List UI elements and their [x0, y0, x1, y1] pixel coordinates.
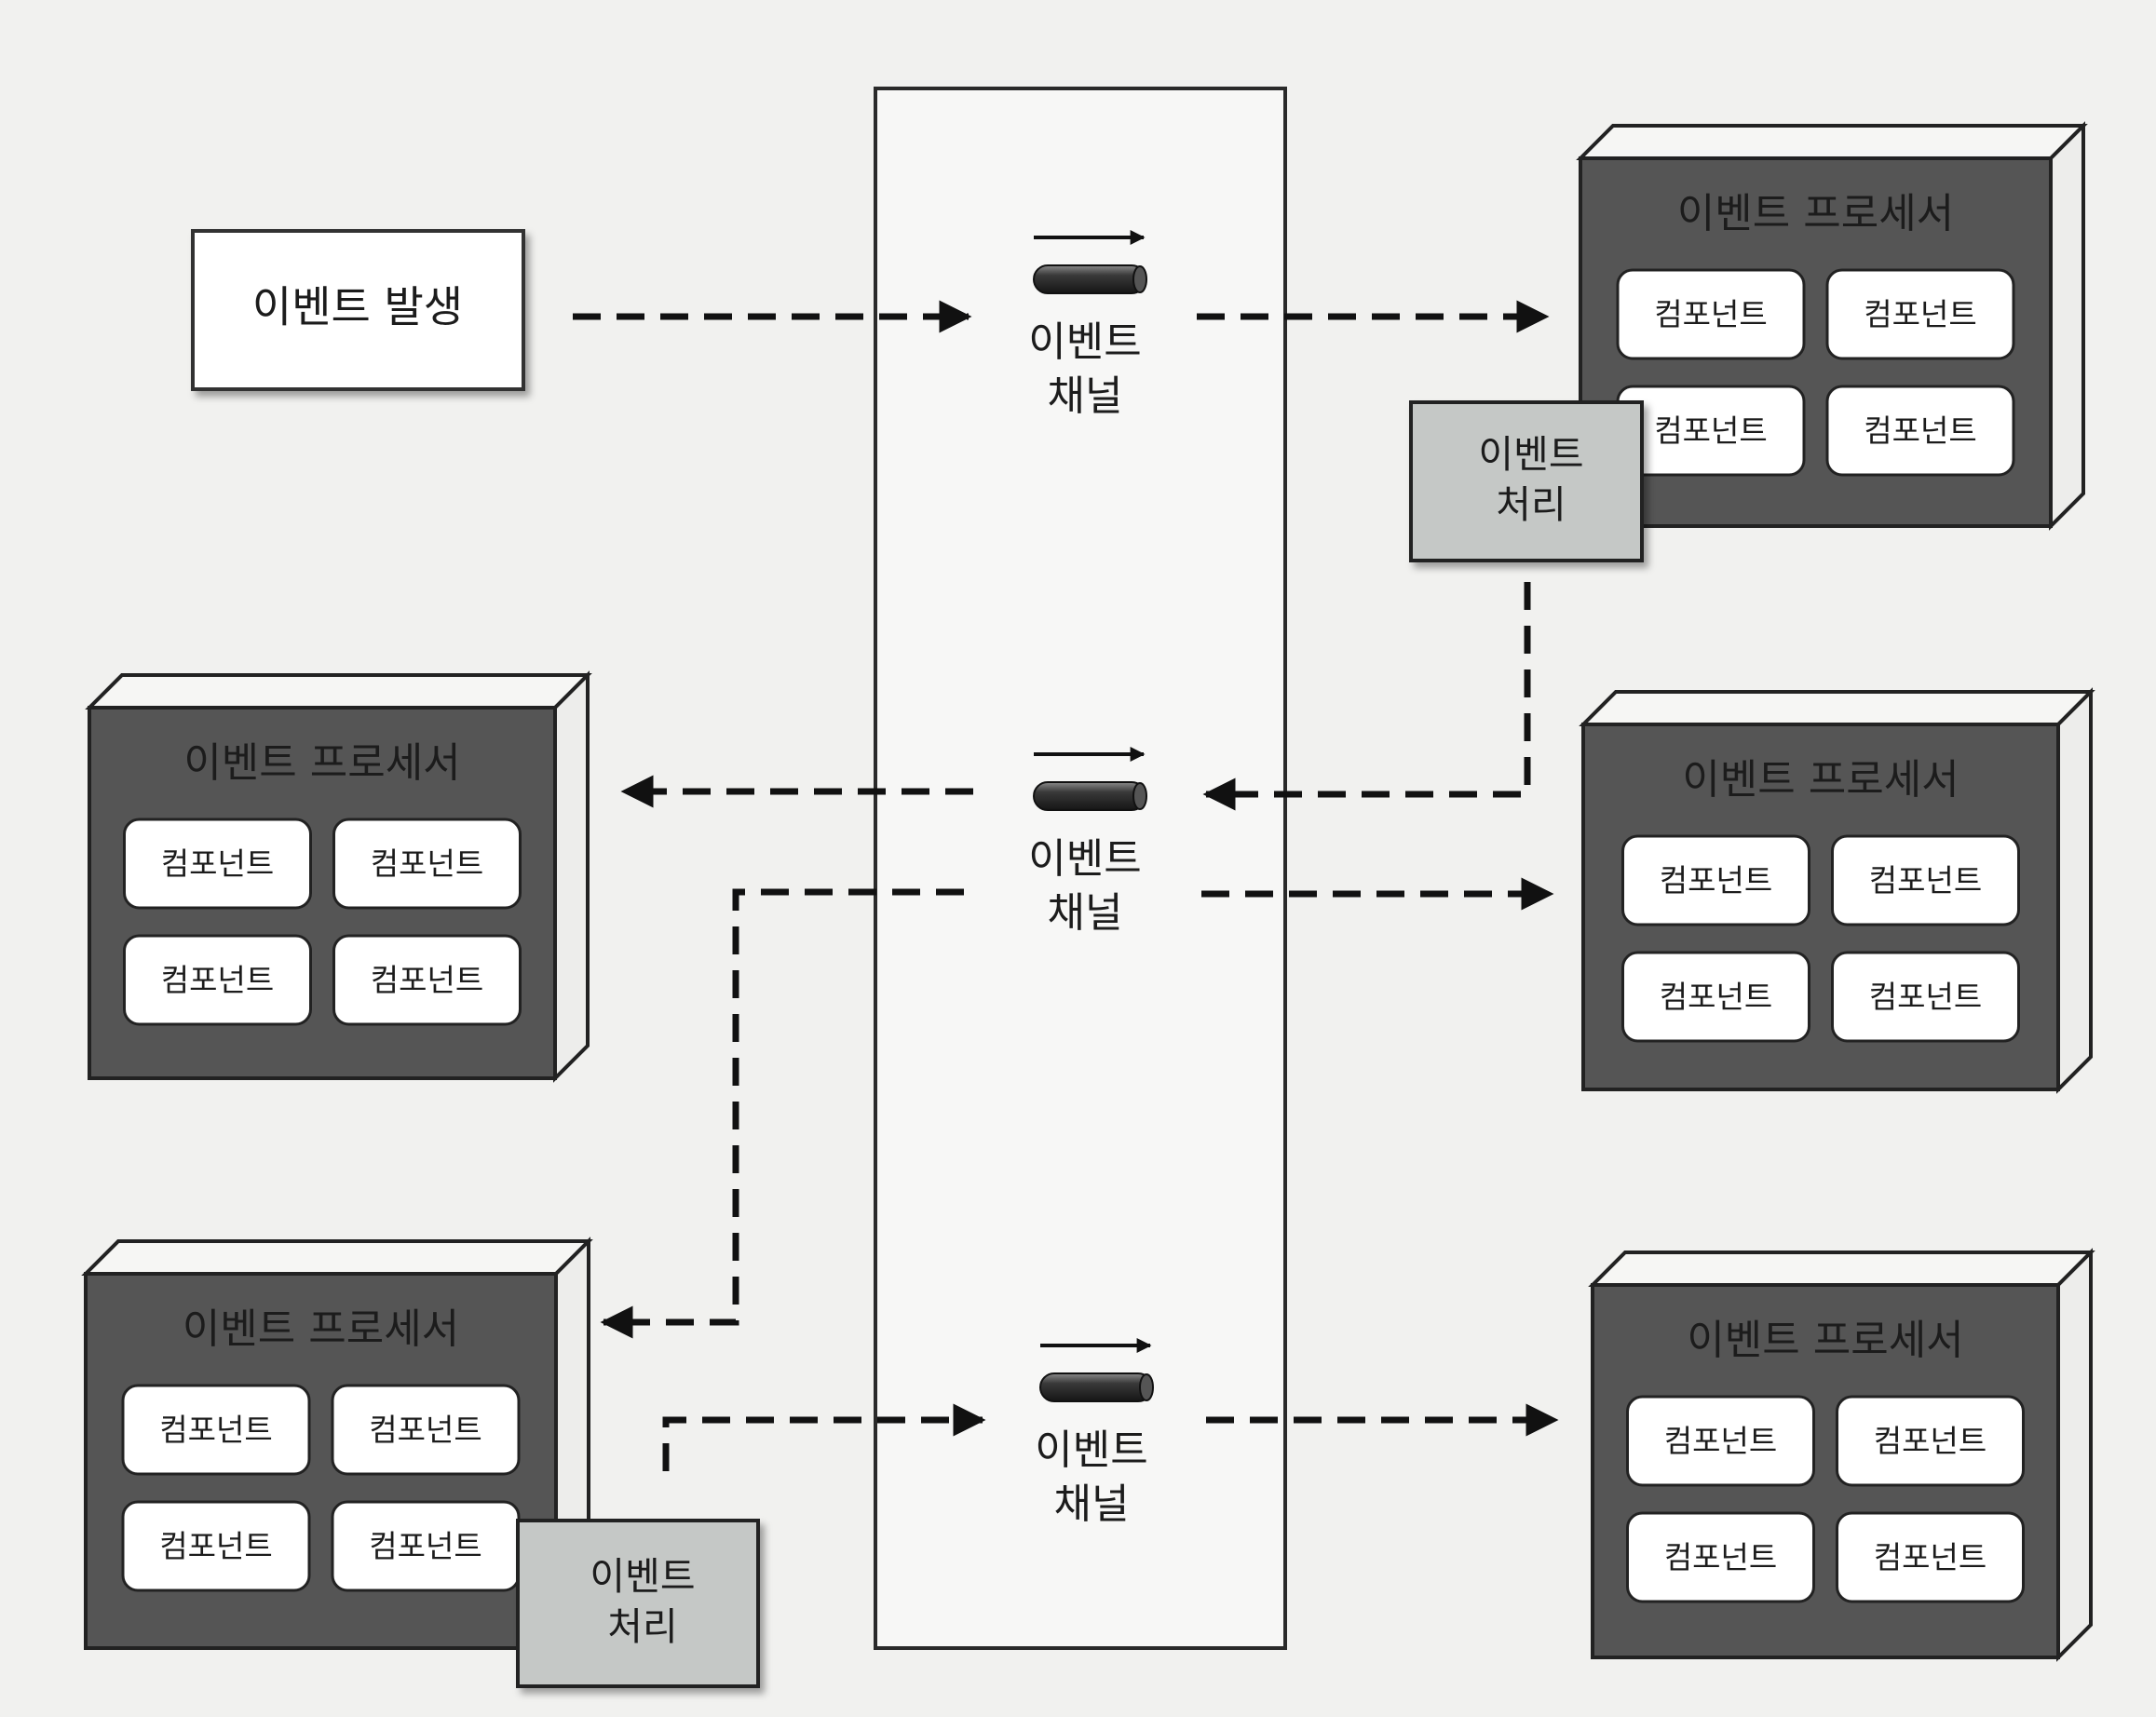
component-label: 컴포넌트 — [1654, 296, 1767, 332]
component-box: 컴포넌트 — [1825, 385, 2015, 477]
component-box: 컴포넌트 — [332, 934, 522, 1026]
component-label: 컴포넌트 — [1664, 1423, 1777, 1459]
component-box: 컴포넌트 — [123, 818, 312, 910]
component-label: 컴포넌트 — [1869, 862, 1982, 899]
component-label: 컴포넌트 — [161, 962, 274, 998]
component-box: 컴포넌트 — [123, 934, 312, 1026]
component-label: 컴포넌트 — [1654, 412, 1767, 449]
component-box: 컴포넌트 — [331, 1384, 521, 1476]
event-channel-label: 채널 — [1048, 889, 1123, 937]
component-label: 컴포넌트 — [1864, 412, 1976, 449]
component-label: 컴포넌트 — [371, 962, 483, 998]
event-handler-label: 처리 — [607, 1604, 677, 1649]
component-box: 컴포넌트 — [1621, 951, 1810, 1043]
component-label: 컴포넌트 — [1869, 979, 1982, 1015]
component-box: 컴포넌트 — [1616, 268, 1806, 360]
event-processor-title: 이벤트 프로세서 — [1677, 190, 1954, 237]
event-channel-label: 이벤트 — [1035, 1426, 1147, 1474]
pipe-channel-icon — [1033, 747, 1147, 811]
event-source-label: 이벤트 발생 — [252, 282, 463, 332]
event-processor-title: 이벤트 프로세서 — [1682, 756, 1959, 804]
flow-handler-to-channel-2 — [1202, 582, 1531, 811]
component-box: 컴포넌트 — [121, 1500, 311, 1592]
component-box: 컴포넌트 — [1825, 268, 2015, 360]
pipe-channel-icon — [1033, 230, 1147, 294]
flow-handler-to-channel-3 — [662, 1403, 986, 1471]
component-label: 컴포넌트 — [1664, 1539, 1777, 1575]
component-box: 컴포넌트 — [331, 1500, 521, 1592]
component-box: 컴포넌트 — [1616, 385, 1806, 477]
event-handler-label: 이벤트 — [1478, 432, 1583, 477]
flow-channel-2-to-bottom-left-processor — [600, 888, 964, 1339]
component-label: 컴포넌트 — [369, 1528, 481, 1564]
component-box: 컴포넌트 — [1621, 834, 1810, 926]
event-processor-title: 이벤트 프로세서 — [183, 1305, 459, 1353]
component-box: 컴포넌트 — [1626, 1395, 1815, 1487]
component-box: 컴포넌트 — [121, 1384, 311, 1476]
component-box: 컴포넌트 — [332, 818, 522, 910]
component-label: 컴포넌트 — [161, 845, 274, 882]
pipe-channel-icon — [1039, 1338, 1154, 1402]
component-label: 컴포넌트 — [1864, 296, 1976, 332]
event-processor-title: 이벤트 프로세서 — [1687, 1317, 1963, 1364]
event-channel-label: 이벤트 — [1028, 318, 1141, 366]
component-label: 컴포넌트 — [159, 1528, 272, 1564]
component-label: 컴포넌트 — [159, 1412, 272, 1448]
component-box: 컴포넌트 — [1831, 834, 2020, 926]
component-box: 컴포넌트 — [1836, 1395, 2025, 1487]
component-box: 컴포넌트 — [1836, 1511, 2025, 1603]
component-box: 컴포넌트 — [1831, 951, 2020, 1043]
component-label: 컴포넌트 — [371, 845, 483, 882]
event-channel-label: 채널 — [1054, 1480, 1130, 1528]
event-channel-label: 이벤트 — [1028, 835, 1141, 883]
event-flow-arrows — [573, 300, 1559, 1471]
event-handler-label: 처리 — [1496, 482, 1566, 527]
event-processor-title: 이벤트 프로세서 — [183, 739, 460, 787]
event-source-box: 이벤트 발생 — [191, 229, 525, 391]
component-label: 컴포넌트 — [1660, 979, 1772, 1015]
component-label: 컴포넌트 — [369, 1412, 481, 1448]
component-box: 컴포넌트 — [1626, 1511, 1815, 1603]
event-handler-label: 이벤트 — [590, 1554, 695, 1599]
component-label: 컴포넌트 — [1874, 1423, 1987, 1459]
component-label: 컴포넌트 — [1660, 862, 1772, 899]
event-channel-label: 채널 — [1048, 372, 1123, 420]
component-label: 컴포넌트 — [1874, 1539, 1987, 1575]
